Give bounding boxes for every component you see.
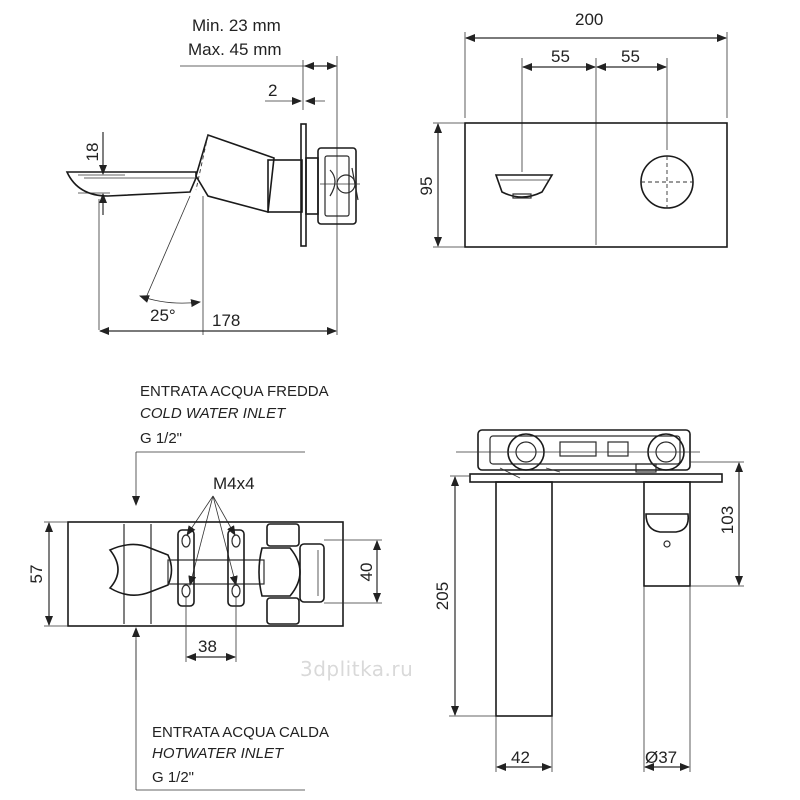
dim-103-label: 103 [718,506,737,534]
dim-200-label: 200 [575,10,603,29]
hot-inlet-it: ENTRATA ACQUA CALDA [152,724,329,741]
dim-55-right-label: 55 [621,47,640,66]
dim-37-label: Ø37 [645,748,677,767]
cold-inlet-it: ENTRATA ACQUA FREDDA [140,383,329,400]
watermark: 3dplitka.ru [300,657,413,681]
dim-55-left-label: 55 [551,47,570,66]
profile-view: 205 103 42 Ø37 [433,429,744,772]
dim-205-label: 205 [433,582,452,610]
cold-inlet-size: G 1/2" [140,430,182,447]
front-view: 200 55 55 95 [417,10,728,248]
dim-95-label: 95 [417,177,436,196]
top-view: ENTRATA ACQUA FREDDA COLD WATER INLET G … [27,383,382,791]
dim-38-label: 38 [198,637,217,656]
cold-inlet-en: COLD WATER INLET [140,405,287,422]
dim-57-label: 57 [27,565,46,584]
side-view: Min. 23 mm Max. 45 mm 2 18 25° [65,16,360,335]
dim-18-label: 18 [83,143,102,162]
screw-label: M4x4 [213,474,255,493]
min-depth-label: Min. 23 mm [192,16,281,35]
max-depth-label: Max. 45 mm [188,40,282,59]
dim-2-label: 2 [268,81,277,100]
angle-label: 25° [150,306,176,325]
dim-40-label: 40 [357,563,376,582]
dim-42-label: 42 [511,748,530,767]
hot-inlet-size: G 1/2" [152,769,194,786]
dim-178-label: 178 [212,311,240,330]
hot-inlet-en: HOTWATER INLET [152,745,285,762]
